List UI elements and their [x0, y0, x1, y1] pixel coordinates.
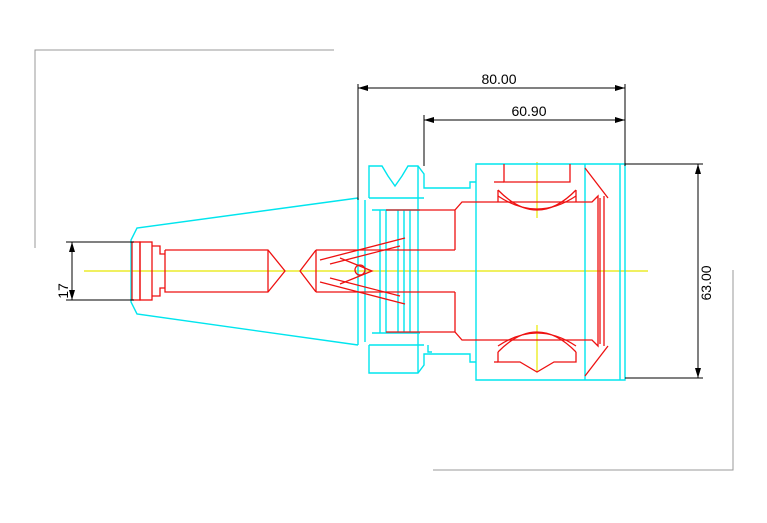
body-length-label: 60.90 [511, 103, 546, 119]
internal-features [131, 164, 609, 377]
dimension-lines [66, 84, 703, 379]
frame-lines [34, 49, 734, 471]
diameter-label: 63.00 [698, 265, 714, 300]
holder-outline [130, 163, 626, 381]
overall-length-label: 80.00 [481, 71, 516, 87]
shank-diameter-label: 17 [55, 283, 71, 299]
